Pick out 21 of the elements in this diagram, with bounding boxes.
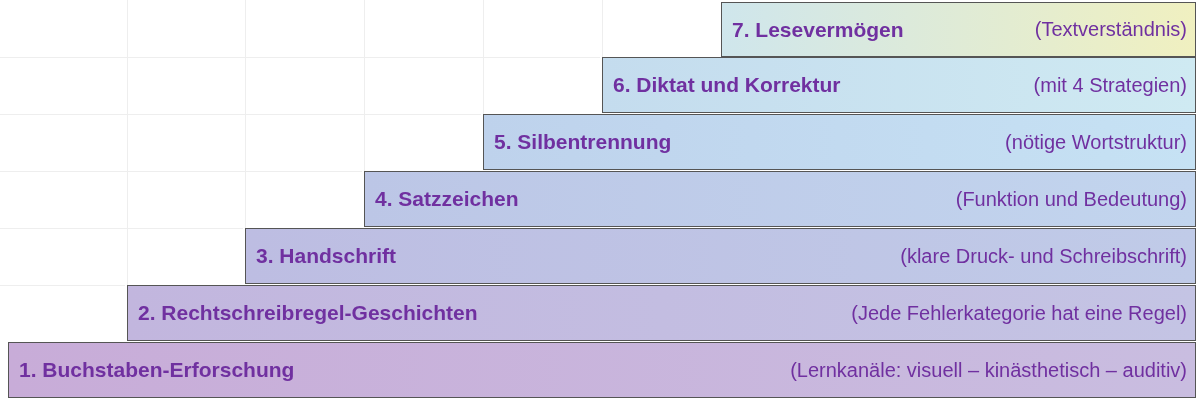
step-note: (nötige Wortstruktur) xyxy=(1005,130,1187,154)
step-note: (klare Druck- und Schreibschrift) xyxy=(900,244,1187,268)
step-bar xyxy=(483,114,1196,170)
step-bar xyxy=(721,2,1196,57)
step-title: 4. Satzzeichen xyxy=(375,187,519,211)
step-note: (mit 4 Strategien) xyxy=(1033,73,1187,97)
step-bar xyxy=(8,342,1196,398)
step-title: 3. Handschrift xyxy=(256,244,397,268)
step-bar xyxy=(602,57,1196,113)
step-note: (Lernkanäle: visuell – kinästhetisch – auditiv) xyxy=(790,358,1187,382)
step-bar xyxy=(127,285,1196,341)
step-title: 7. Lesevermögen xyxy=(732,17,904,42)
step-bar xyxy=(245,228,1196,284)
step-note: (Textverständnis) xyxy=(1034,18,1187,41)
step-title: 6. Diktat und Korrektur xyxy=(613,73,841,97)
step-note: (Jede Fehlerkategorie hat eine Regel) xyxy=(851,301,1187,325)
step-title: 2. Rechtschreibregel-Geschichten xyxy=(138,301,478,325)
step-note: (Funktion und Bedeutung) xyxy=(955,187,1187,211)
step-title: 5. Silbentrennung xyxy=(494,130,672,154)
step-title: 1. Buchstaben-Erforschung xyxy=(19,358,295,382)
step-bar xyxy=(364,171,1196,227)
